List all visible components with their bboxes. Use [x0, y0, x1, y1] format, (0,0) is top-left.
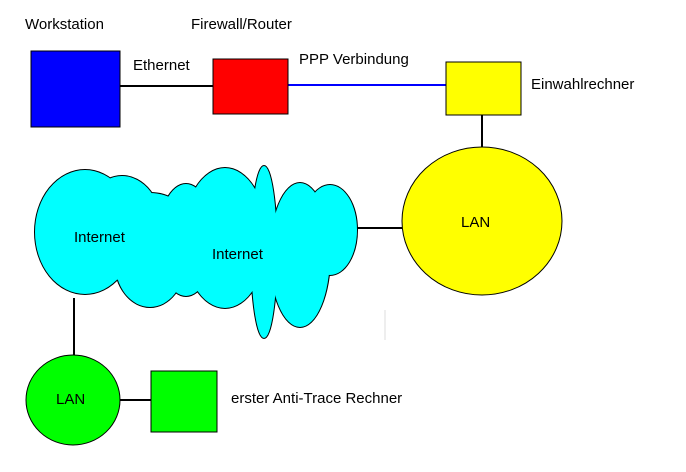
lan-left-label: LAN: [56, 391, 85, 408]
dialin-label: Einwahlrechner: [531, 76, 634, 93]
firewall-box: [212, 58, 289, 115]
anti-trace-box: [150, 370, 218, 433]
ppp-label: PPP Verbindung: [299, 51, 409, 68]
dialin-box: [445, 61, 522, 116]
lan-left-circle: [25, 354, 121, 446]
lan-right-circle: [401, 146, 563, 296]
internet-left-label: Internet: [74, 229, 126, 246]
internet-cloud: [34, 165, 358, 339]
lan-right-label: LAN: [461, 214, 490, 231]
internet-right-label: Internet: [212, 246, 264, 263]
workstation-box: [30, 50, 121, 128]
firewall-label: Firewall/Router: [191, 16, 292, 33]
ethernet-label: Ethernet: [133, 57, 191, 74]
workstation-label: Workstation: [25, 16, 104, 33]
anti-trace-label: erster Anti-Trace Rechner: [231, 390, 402, 407]
